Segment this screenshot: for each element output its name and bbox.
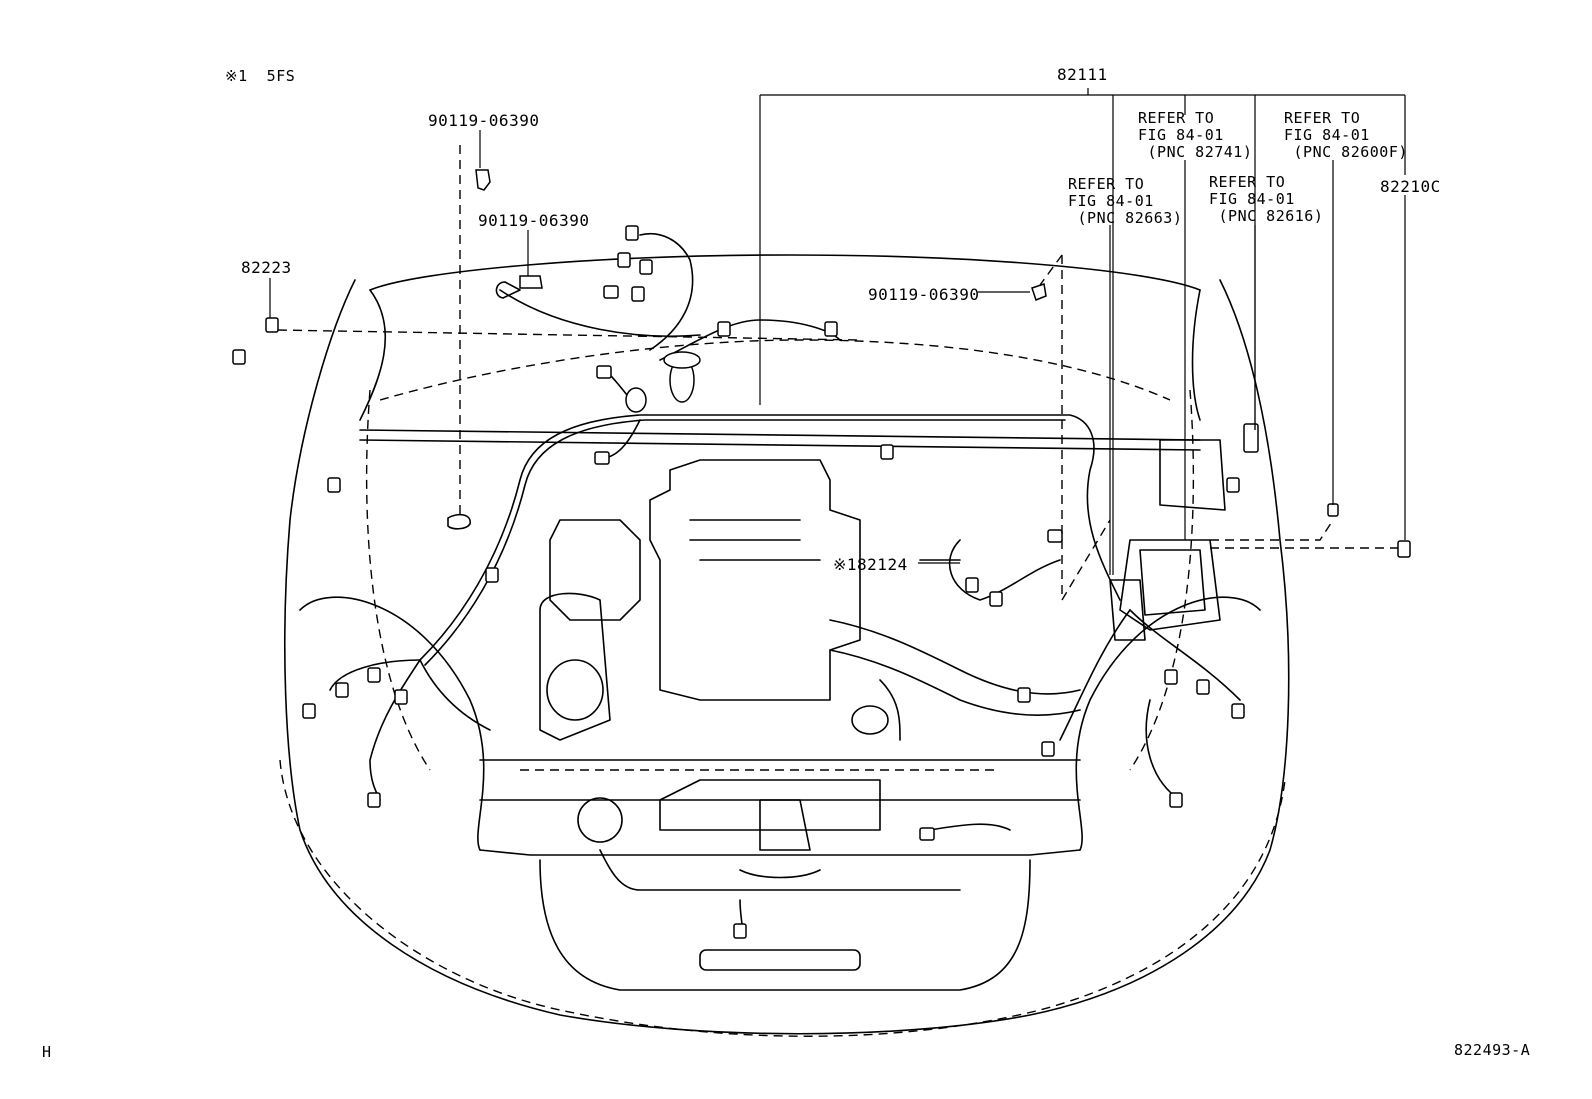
illustration-number: 822493-A	[1454, 1041, 1531, 1059]
bolt-part-number-top: 90119-06390	[428, 111, 540, 130]
part-number-82111: 82111	[1057, 65, 1108, 84]
part-number-82223: 82223	[241, 258, 292, 277]
corner-code: H	[42, 1043, 52, 1061]
reference-note-pnc-82600f: REFER TO FIG 84-01 (PNC 82600F)	[1284, 109, 1408, 161]
variant-note: ※1 5FS	[225, 67, 296, 85]
part-number-82210c: 82210C	[1380, 177, 1441, 196]
connectors	[232, 225, 1411, 939]
bolts	[447, 169, 1047, 530]
engine-assembly	[539, 439, 1226, 851]
part-number-82124: ※182124	[833, 555, 908, 574]
bolt-part-number-middle: 90119-06390	[478, 211, 590, 230]
bolt-part-number-right: 90119-06390	[868, 285, 980, 304]
reference-note-pnc-82616: REFER TO FIG 84-01 (PNC 82616)	[1209, 173, 1324, 225]
reference-note-pnc-82741: REFER TO FIG 84-01 (PNC 82741)	[1138, 109, 1253, 161]
vehicle-body-outline	[279, 254, 1290, 1037]
callout-lines	[269, 88, 1406, 603]
reference-note-pnc-82663: REFER TO FIG 84-01 (PNC 82663)	[1068, 175, 1183, 227]
